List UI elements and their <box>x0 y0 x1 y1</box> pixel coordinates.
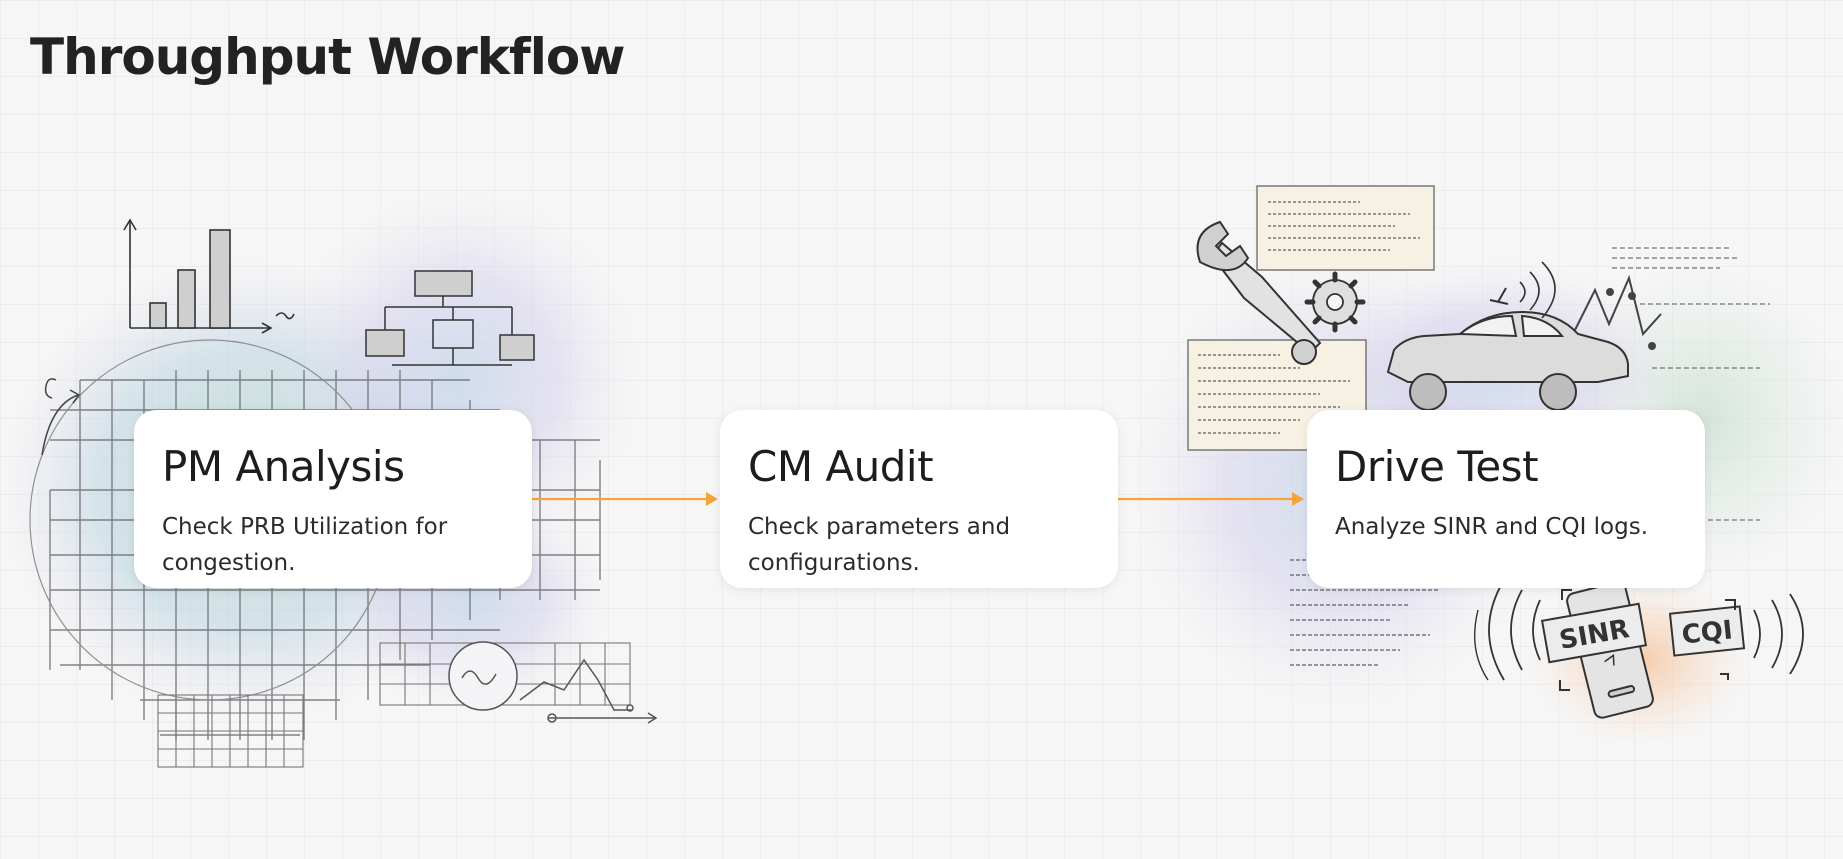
step-description: Check PRB Utilization for congestion. <box>162 514 448 576</box>
step-card-pm-analysis: PM Analysis Check PRB Utilization for co… <box>134 410 532 588</box>
signal-waves-phone <box>1473 579 1804 681</box>
car-icon <box>1386 287 1629 411</box>
magnifier-chart <box>448 641 658 724</box>
step-card-drive-test: Drive Test Analyze SINR and CQI logs. <box>1307 410 1705 588</box>
gear-icon <box>1304 271 1366 333</box>
log-document-top <box>1256 185 1435 271</box>
cqi-badge-text: CQI <box>1680 615 1734 650</box>
zigzag-chart <box>1574 274 1662 350</box>
step-description: Check parameters and configurations. <box>748 514 1011 576</box>
step-title: CM Audit <box>748 442 934 491</box>
arrow-cm-to-drive <box>1118 492 1304 506</box>
wrench-icon <box>1196 220 1322 365</box>
small-grid <box>157 642 631 768</box>
cqi-badge: CQI <box>1668 605 1746 657</box>
flow-diagram-sketch <box>365 270 535 366</box>
scan-brackets <box>1559 589 1736 691</box>
step-card-cm-audit: CM Audit Check parameters and configurat… <box>720 410 1118 588</box>
step-title: PM Analysis <box>162 442 405 491</box>
curved-arrow-sketch <box>41 378 81 456</box>
page-title: Throughput Workflow <box>30 28 625 86</box>
bar-chart-sketch <box>123 218 295 334</box>
sinr-badge: SINR <box>1540 602 1648 664</box>
arrow-pm-to-cm <box>532 492 718 506</box>
step-title: Drive Test <box>1335 442 1539 491</box>
signal-waves-car <box>1519 261 1556 319</box>
step-description: Analyze SINR and CQI logs. <box>1335 514 1649 540</box>
dash-lines-right <box>1612 247 1770 521</box>
